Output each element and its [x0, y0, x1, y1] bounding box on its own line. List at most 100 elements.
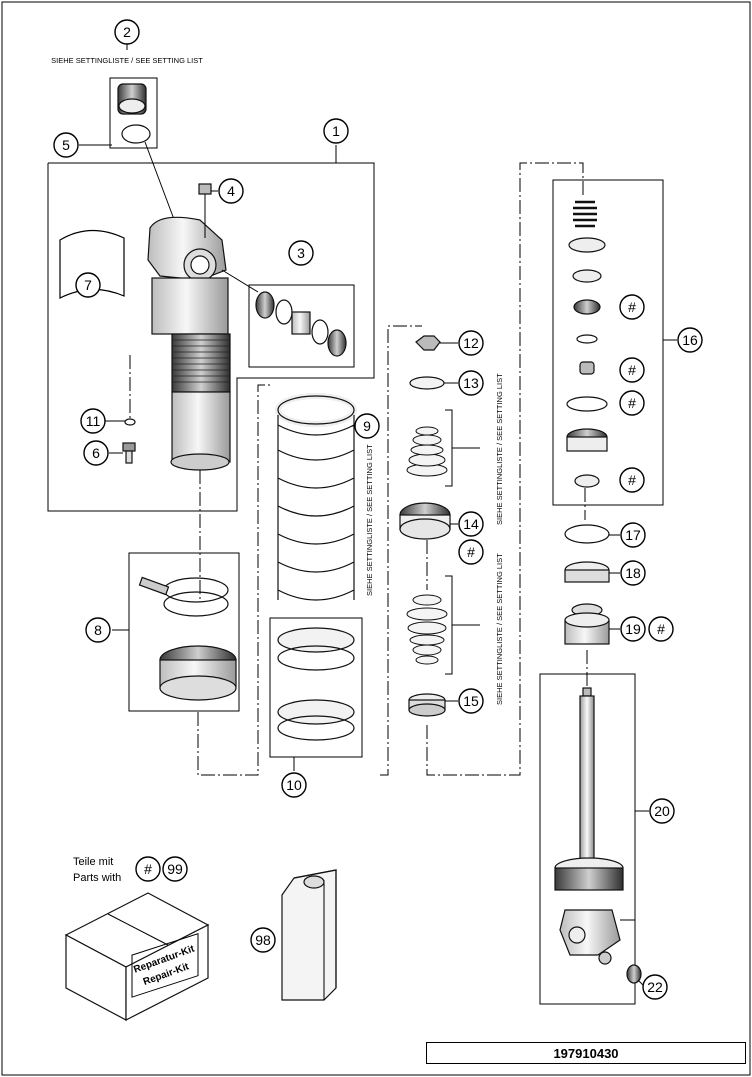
svg-text:18: 18: [625, 565, 641, 581]
part-15-bump-washer: [408, 693, 446, 717]
setting-note-upper-stack: SIEHE SETTINGLISTE / SEE SETTING LIST: [495, 373, 504, 525]
svg-text:8: 8: [94, 622, 102, 638]
leaders: [79, 44, 677, 986]
callout-1: 1: [323, 118, 349, 144]
part-9-spring: [275, 393, 357, 427]
callout-hash-legend: #: [135, 856, 161, 882]
frame-part-10: [269, 617, 363, 758]
callout-13: 13: [458, 370, 484, 396]
callout-20: 20: [649, 798, 675, 824]
part-10-spring-seats: [277, 627, 355, 741]
callout-hash-16b: #: [619, 357, 645, 383]
svg-text:4: 4: [227, 183, 235, 199]
part-17-o-ring: [564, 524, 610, 544]
svg-text:6: 6: [92, 445, 100, 461]
callout-18: 18: [620, 560, 646, 586]
svg-text:13: 13: [463, 375, 479, 391]
callout-12: 12: [458, 330, 484, 356]
callout-6: 6: [83, 440, 109, 466]
callout-16: 16: [677, 327, 703, 353]
assembly-line-c: [426, 162, 584, 776]
svg-text:#: #: [628, 472, 636, 488]
part-16-valve-stack: [566, 200, 608, 488]
svg-text:5: 5: [62, 137, 70, 153]
part-19-seal-carrier: [564, 603, 610, 645]
setting-note-lower-stack: SIEHE SETTINGLISTE / SEE SETTING LIST: [495, 553, 504, 705]
frame-part-16: [552, 179, 664, 506]
svg-text:#: #: [144, 861, 152, 877]
svg-text:9: 9: [363, 418, 371, 434]
callout-4: 4: [218, 178, 244, 204]
svg-text:7: 7: [84, 277, 92, 293]
callout-hash-16c: #: [619, 390, 645, 416]
part-6-valve: [122, 442, 136, 464]
part-5-o-ring: [121, 124, 151, 144]
callout-2: 2: [114, 19, 140, 45]
callout-hash-16d: #: [619, 467, 645, 493]
callout-11: 11: [80, 408, 106, 434]
callout-14: 14: [458, 511, 484, 537]
callout-7: 7: [75, 272, 101, 298]
frame-part-8: [128, 552, 240, 712]
part-12-nut: [415, 335, 441, 351]
svg-text:10: 10: [286, 777, 302, 793]
svg-text:3: 3: [297, 245, 305, 261]
callout-3: 3: [288, 240, 314, 266]
leader-3: [221, 269, 259, 293]
frame-shock-assembly: [47, 162, 375, 512]
part-3-bearing-kit: [255, 291, 347, 357]
part-13-washer: [409, 376, 445, 390]
part-4-bolt: [198, 183, 212, 238]
svg-text:14: 14: [463, 516, 479, 532]
part-8-preload-ring: [138, 576, 237, 701]
part-18-seal-head: [564, 561, 610, 583]
setting-note-spring: SIEHE SETTINGLISTE / SEE SETTING LIST: [365, 444, 374, 596]
callout-22: 22: [642, 974, 668, 1000]
svg-text:98: 98: [255, 932, 271, 948]
part-14-piston: [399, 502, 451, 540]
svg-text:20: 20: [654, 803, 670, 819]
part-22-bushing: [598, 951, 642, 984]
svg-text:#: #: [657, 621, 665, 637]
shim-stack-lower: [406, 594, 448, 665]
callout-99: 99: [162, 856, 188, 882]
svg-text:15: 15: [463, 693, 479, 709]
part-20-piston-rod: [554, 687, 624, 956]
svg-text:11: 11: [86, 413, 101, 429]
assembly-line-a: [197, 384, 270, 776]
svg-text:19: 19: [625, 621, 641, 637]
frame-part-2: [109, 77, 158, 149]
callout-hash-16a: #: [619, 294, 645, 320]
callout-98: 98: [250, 927, 276, 953]
callout-10: 10: [281, 772, 307, 798]
part-11-washer: [124, 418, 136, 426]
callout-9: 9: [354, 413, 380, 439]
document-number: 197910430: [426, 1042, 746, 1064]
callout-15: 15: [458, 688, 484, 714]
svg-text:99: 99: [167, 861, 183, 877]
frame-part-3: [248, 284, 355, 368]
callout-hash-19: #: [648, 616, 674, 642]
svg-text:#: #: [628, 299, 636, 315]
parts-with-de: Teile mit: [73, 856, 113, 868]
repair-kit-box: [64, 892, 210, 1021]
svg-text:1: 1: [332, 123, 340, 139]
svg-text:12: 12: [463, 335, 479, 351]
bracket-lower: [445, 575, 453, 675]
callout-19: 19: [620, 616, 646, 642]
svg-text:2: 2: [123, 24, 131, 40]
svg-text:#: #: [628, 395, 636, 411]
setting-note-top: SIEHE SETTINGLISTE / SEE SETTING LIST: [51, 56, 203, 65]
svg-text:22: 22: [647, 979, 663, 995]
svg-text:#: #: [628, 362, 636, 378]
callout-8: 8: [85, 617, 111, 643]
callout-hash-14: #: [458, 539, 484, 565]
assembly-line-b: [380, 325, 422, 776]
svg-text:16: 16: [682, 332, 698, 348]
parts-with-en: Parts with: [73, 872, 121, 884]
svg-text:17: 17: [625, 527, 641, 543]
leader-5: [144, 141, 176, 223]
